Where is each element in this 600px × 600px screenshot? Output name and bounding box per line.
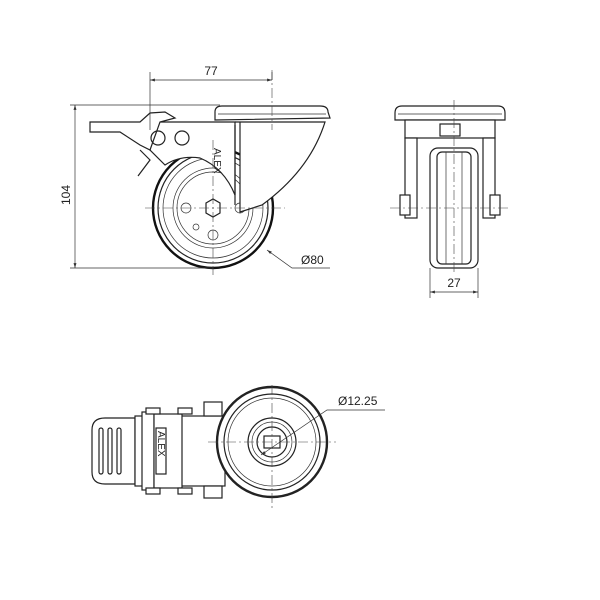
dimension-height: 104	[59, 104, 220, 269]
side-view: ALEX	[89, 70, 331, 275]
side-brand-mark: ALEX	[211, 148, 222, 174]
svg-text:ALEX: ALEX	[211, 148, 222, 174]
svg-text:77: 77	[204, 64, 218, 78]
bottom-view: ALEX	[91, 385, 336, 510]
front-view	[390, 100, 510, 275]
brake-lever	[89, 111, 177, 151]
side-fork	[149, 121, 236, 196]
side-top-plate	[214, 105, 331, 121]
svg-text:27: 27	[447, 276, 461, 290]
dimension-bolt-hole: Ø12.25	[260, 394, 385, 456]
svg-text:ALEX: ALEX	[155, 431, 166, 457]
dimension-offset: 77	[149, 64, 273, 130]
svg-text:Ø80: Ø80	[301, 253, 324, 267]
svg-text:Ø12.25: Ø12.25	[338, 394, 378, 408]
front-fork-top	[404, 119, 496, 139]
bottom-brand-mark: ALEX	[155, 431, 166, 457]
dimension-wheel-diameter: Ø80	[266, 249, 330, 269]
front-top-plate	[394, 105, 506, 121]
dimension-wheel-width: 27	[429, 268, 479, 298]
svg-text:104: 104	[59, 185, 73, 205]
